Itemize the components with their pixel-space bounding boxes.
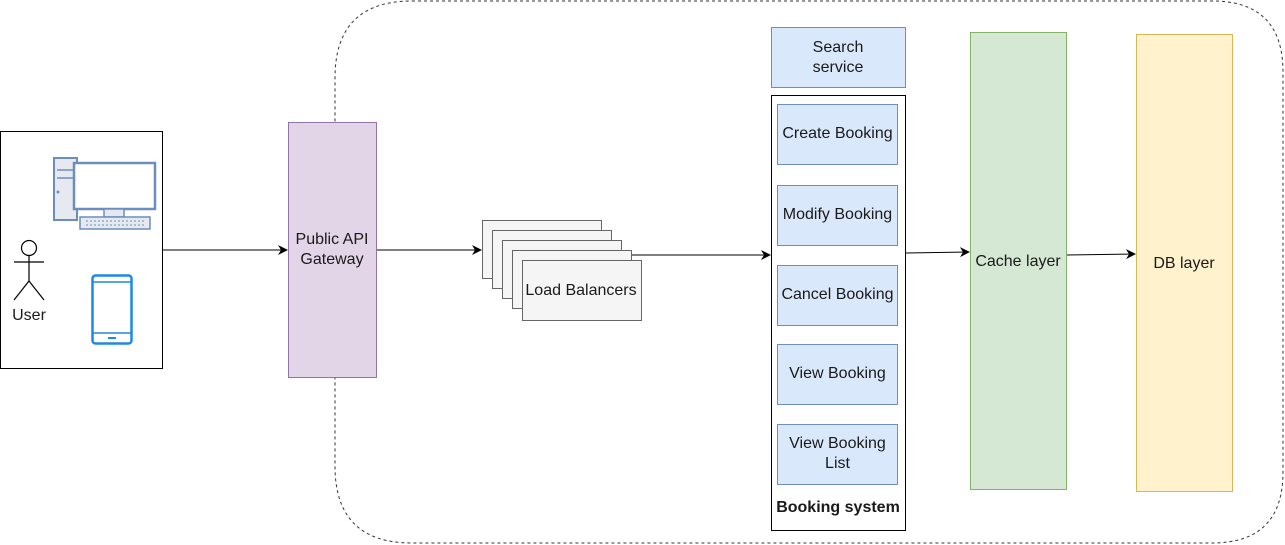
search-service-line2: service	[813, 59, 864, 76]
load-balancers-label: Load Balancers	[525, 282, 636, 299]
db-layer: DB layer	[1136, 34, 1233, 492]
booking-item-label: View Booking	[789, 365, 886, 382]
user-actor-label: User	[12, 307, 46, 324]
booking-item-cancel-booking: Cancel Booking	[777, 265, 898, 326]
public-api-gateway: Public API Gateway	[288, 122, 377, 378]
booking-item-label: Create Booking	[782, 125, 892, 142]
desktop-computer-icon	[53, 157, 157, 230]
gateway-label-line1: Public API	[296, 231, 369, 248]
load-balancers-stack: Load Balancers	[482, 220, 642, 321]
booking-item-view-booking: View Booking	[777, 344, 898, 405]
booking-item-label: View Booking	[789, 435, 886, 452]
booking-item-box	[777, 104, 898, 165]
search-service-line1: Search	[813, 39, 864, 56]
backend-boundary	[334, 0, 1284, 544]
arrow-booking-to-cache	[905, 247, 970, 258]
cache-layer-label: Cache layer	[975, 253, 1061, 270]
booking-item-box	[777, 185, 898, 246]
booking-item-modify-booking: Modify Booking	[777, 185, 898, 246]
arrow-cache-to-db	[1066, 249, 1136, 260]
booking-item-create-booking: Create Booking	[777, 104, 898, 165]
cache-layer: Cache layer	[970, 32, 1067, 490]
booking-system-title: Booking system	[776, 499, 900, 516]
booking-item-label: Modify Booking	[783, 206, 892, 223]
client-box: User	[0, 131, 163, 369]
booking-item-box	[777, 265, 898, 326]
booking-item-label: Cancel Booking	[781, 286, 893, 303]
mobile-phone-icon	[91, 274, 133, 345]
booking-item-box	[777, 424, 898, 485]
user-actor-icon	[13, 239, 45, 301]
booking-item-box	[777, 344, 898, 405]
db-layer-label: DB layer	[1153, 255, 1215, 272]
search-service: Search service	[771, 27, 906, 88]
gateway-label-line2: Gateway	[300, 251, 363, 268]
booking-item-label: List	[825, 455, 850, 472]
